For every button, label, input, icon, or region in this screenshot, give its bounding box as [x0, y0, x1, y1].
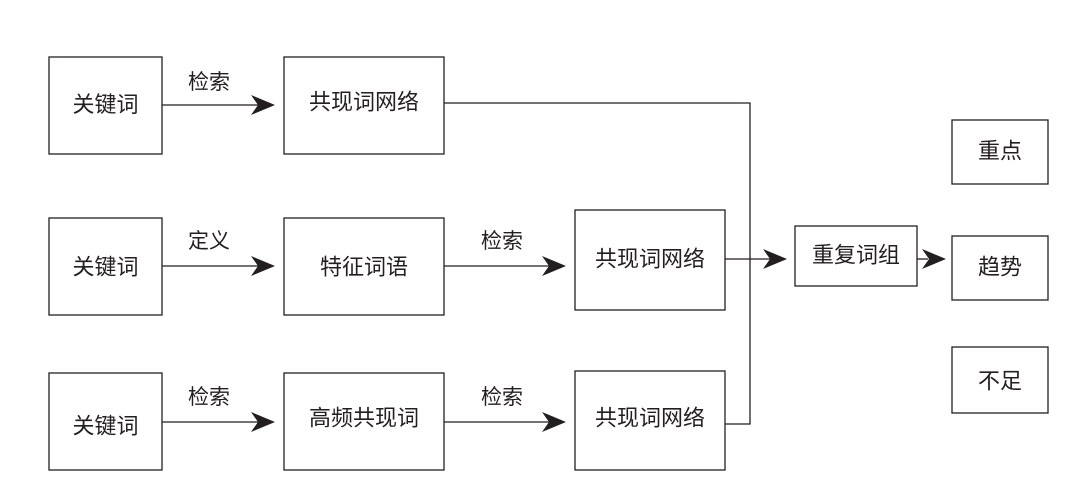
arrow-row3b-head [542, 412, 566, 432]
connector-row1 [444, 102, 751, 259]
repeated-phrases-box-label: 重复词组 [812, 244, 900, 269]
repeated-phrases-box [794, 225, 918, 287]
feature-words-box-label: 特征词语 [320, 256, 408, 281]
high-frequency-words-box-label: 高频共现词 [309, 407, 419, 432]
key-points-box [951, 119, 1049, 185]
cooccurrence-network-box-3-label: 共现词网络 [595, 407, 705, 432]
shortcomings-box [951, 346, 1049, 414]
output-arrow-head [922, 249, 946, 269]
keyword-box-1-label: 关键词 [72, 93, 138, 118]
trends-box [951, 235, 1049, 301]
arrow-row2a-head [251, 256, 275, 276]
cooccurrence-network-box-1-label: 共现词网络 [309, 91, 419, 116]
arrow-row1-label: 检索 [188, 70, 230, 94]
arrow-row1-head [251, 95, 275, 115]
key-points-box-label: 重点 [978, 140, 1022, 165]
cooccurrence-network-box-2 [574, 209, 726, 311]
keyword-box-2 [48, 217, 163, 316]
keyword-box-1 [48, 56, 163, 155]
arrow-row3a-head [251, 412, 275, 432]
cooccurrence-network-box-1 [283, 56, 445, 155]
keyword-box-2-label: 关键词 [72, 256, 138, 281]
arrow-row2b-label: 检索 [481, 229, 523, 253]
cooccurrence-network-box-3 [574, 370, 726, 471]
feature-words-box [283, 217, 445, 316]
keyword-box-3 [48, 372, 163, 471]
connector-row3 [725, 259, 751, 425]
shortcomings-box-label: 不足 [978, 370, 1022, 395]
merge-arrow-head [763, 249, 787, 269]
arrow-row2b-head [542, 256, 566, 276]
arrow-row3b-label: 检索 [481, 385, 523, 409]
trends-box-label: 趋势 [978, 256, 1022, 281]
cooccurrence-network-box-2-label: 共现词网络 [595, 248, 705, 273]
arrow-row3a-label: 检索 [188, 385, 230, 409]
high-frequency-words-box [283, 372, 445, 471]
arrow-row2a-label: 定义 [188, 229, 230, 253]
keyword-box-3-label: 关键词 [72, 415, 138, 440]
